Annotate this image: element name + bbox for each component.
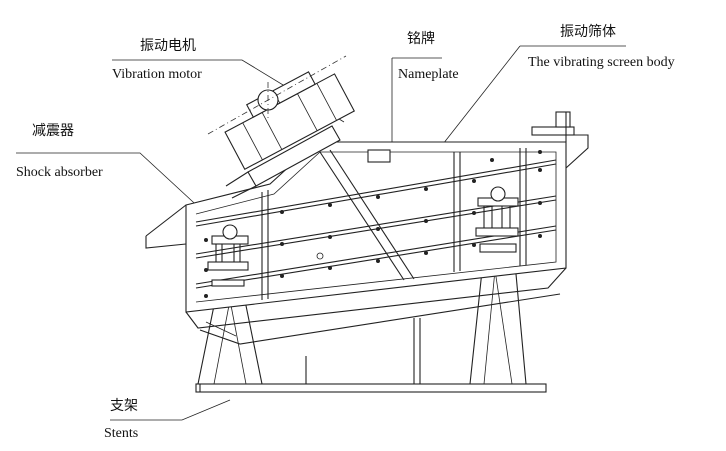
nameplate-plate [367,149,391,163]
label-motor-en: Vibration motor [112,67,202,82]
vibration-motor [207,55,355,199]
shock-absorber-right [475,186,519,253]
bolts [204,150,542,298]
label-absorber-cn: 减震器 [32,123,74,139]
label-body-en: The vibrating screen body [528,55,675,70]
label-nameplate-en: Nameplate [398,67,459,82]
label-nameplate-cn: 铭牌 [407,30,435,47]
label-body-cn: 振动筛体 [560,24,616,40]
screen-body [145,111,589,345]
shock-absorber-left [207,224,249,287]
label-stents-en: Stents [104,426,138,441]
label-stents-cn: 支架 [110,398,138,414]
label-motor-cn: 振动电机 [140,38,196,54]
label-absorber-en: Shock absorber [16,165,103,180]
